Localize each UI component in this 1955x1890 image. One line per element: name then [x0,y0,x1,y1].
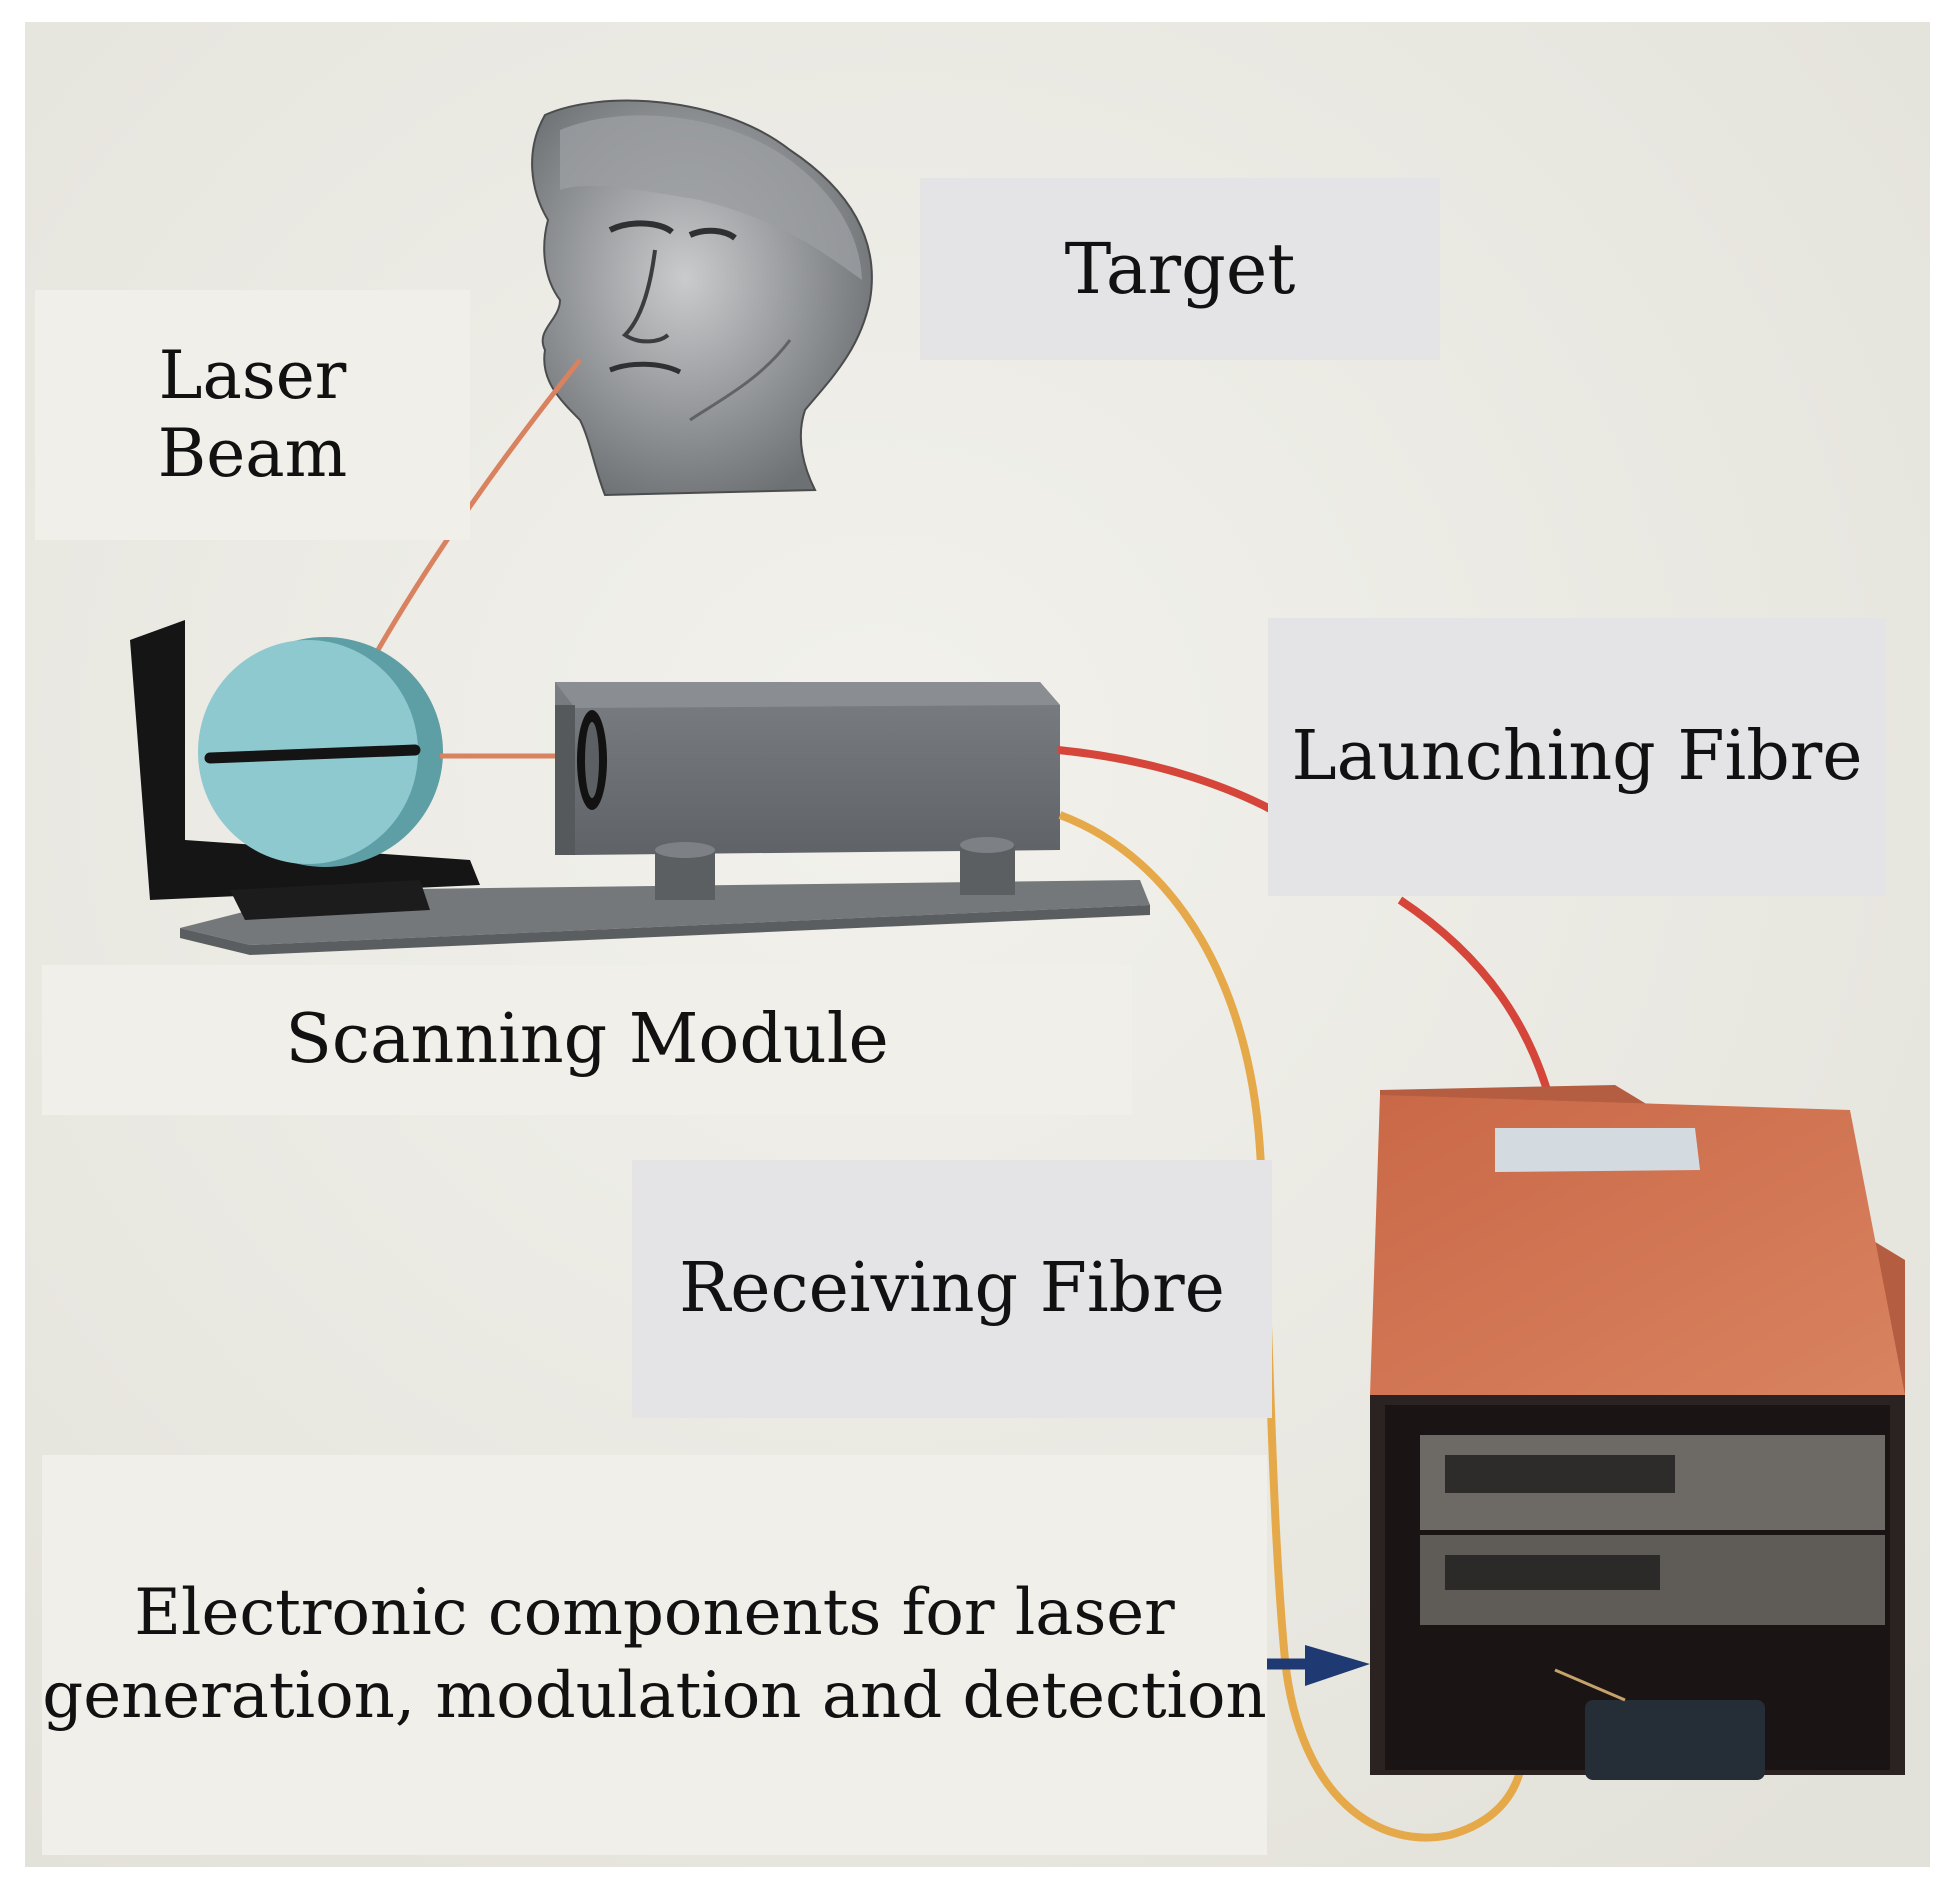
label-launching-fibre-text: Launching Fibre [1291,716,1863,796]
label-laser-beam: Laser Beam [35,290,470,540]
statue-head-icon [531,99,873,497]
receiving-fibre-line [1058,811,1528,1842]
scanning-box-icon [555,682,1060,900]
label-launching-fibre: Launching Fibre [1268,618,1886,896]
label-electronics-line-2: generation, modulation and detection [42,1659,1267,1733]
label-scanning-module: Scanning Module [42,965,1132,1115]
label-electronics: Electronic components for laser generati… [42,1455,1267,1855]
mirror-icon [130,620,480,920]
label-scanning-module-text: Scanning Module [285,999,889,1079]
label-electronics-line-1: Electronic components for laser [134,1575,1175,1650]
label-target: Target [920,178,1440,360]
label-receiving-fibre: Receiving Fibre [632,1160,1272,1418]
label-laser-beam-line-1: Laser [158,337,347,415]
label-receiving-fibre-text: Receiving Fibre [679,1248,1225,1328]
electronics-case-icon [1370,1085,1905,1780]
label-target-text: Target [1064,227,1296,310]
label-laser-beam-line-2: Beam [157,415,348,492]
